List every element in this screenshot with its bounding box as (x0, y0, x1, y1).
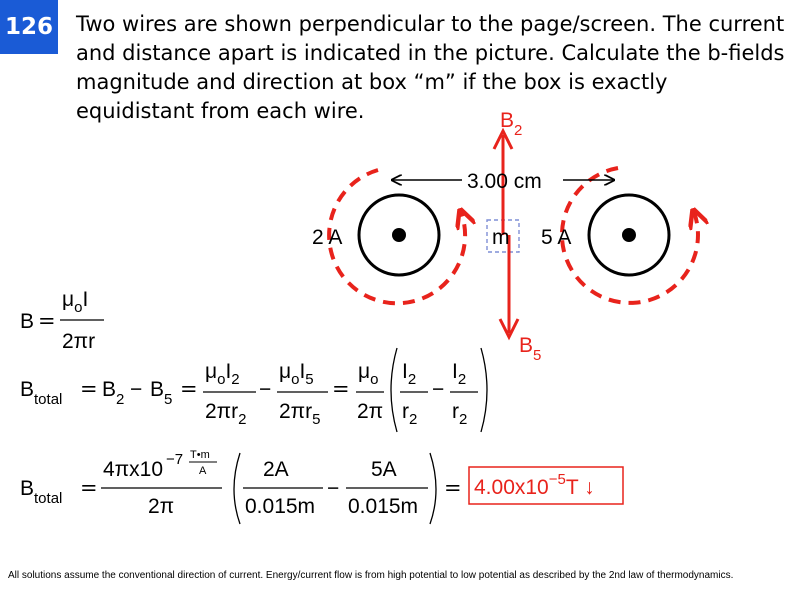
svg-text:2A: 2A (263, 458, 289, 481)
wire-left-dot-icon (392, 228, 406, 242)
answer-value: 4.00x10−5T ↓ (474, 471, 595, 499)
svg-text:−7: −7 (166, 451, 183, 468)
equation-1: B = μoI 2πr (20, 288, 104, 353)
svg-text:=: = (180, 377, 198, 401)
field-vector-b5-arrowhead (498, 318, 520, 341)
svg-text:Btotal: Btotal (20, 378, 62, 408)
svg-text:B5: B5 (150, 378, 172, 408)
svg-text:0.015m: 0.015m (245, 495, 315, 518)
footer-note: All solutions assume the conventional di… (8, 570, 734, 581)
svg-text:−: − (259, 378, 271, 401)
svg-text:B: B (20, 310, 34, 333)
svg-text:2π: 2π (148, 495, 174, 518)
svg-text:=: = (444, 476, 462, 500)
b2-label: B2 (500, 109, 522, 139)
slide-number-badge: 126 (0, 0, 58, 54)
wire-left-current-label: 2 A (312, 226, 342, 249)
point-m-label: m (492, 226, 510, 249)
svg-text:0.015m: 0.015m (348, 495, 418, 518)
svg-text:2π: 2π (357, 400, 383, 423)
field-circle-right (559, 166, 698, 305)
svg-text:2πr5: 2πr5 (279, 400, 321, 428)
svg-text:−: − (432, 378, 444, 401)
svg-text:r2: r2 (452, 400, 467, 428)
wire-right-current-label: 5 A (541, 226, 571, 249)
svg-text:4πx10: 4πx10 (103, 458, 163, 481)
field-circle-left (327, 168, 465, 306)
svg-text:=: = (332, 377, 350, 401)
physics-diagram: 3.00 cm 2 A 5 A m B2 B5 B = μoI 2πr Btot… (20, 109, 800, 525)
svg-text:μoI5: μoI5 (279, 360, 314, 388)
svg-text:μoI2: μoI2 (205, 360, 240, 388)
field-vector-b2-arrowhead (492, 127, 514, 150)
svg-text:I2: I2 (452, 360, 466, 388)
svg-text:μoI: μoI (62, 288, 88, 316)
distance-label: 3.00 cm (467, 170, 542, 193)
svg-text:A: A (199, 465, 207, 477)
wire-right-dot-icon (622, 228, 636, 242)
svg-text:I2: I2 (402, 360, 416, 388)
svg-text:5A: 5A (371, 458, 397, 481)
equation-2: Btotal = B2 − B5 = μoI2 2πr2 − μoI5 2πr5… (20, 347, 488, 433)
svg-text:−: − (130, 378, 142, 401)
svg-text:=: = (38, 309, 56, 333)
svg-text:2πr: 2πr (62, 330, 95, 353)
problem-text: Two wires are shown perpendicular to the… (76, 12, 785, 123)
svg-text:r2: r2 (402, 400, 417, 428)
svg-text:Btotal: Btotal (20, 477, 62, 507)
svg-text:μo: μo (358, 360, 378, 388)
svg-text:=: = (80, 377, 98, 401)
svg-text:=: = (80, 476, 98, 500)
svg-text:−: − (327, 477, 339, 500)
equation-3: Btotal = 4πx10 −7 T•m A 2π 2A 0.015m − 5… (20, 449, 624, 525)
b5-label: B5 (519, 334, 541, 364)
svg-text:2πr2: 2πr2 (205, 400, 247, 428)
svg-text:T•m: T•m (190, 449, 210, 461)
answer-box (468, 466, 624, 505)
svg-text:B2: B2 (102, 378, 124, 408)
